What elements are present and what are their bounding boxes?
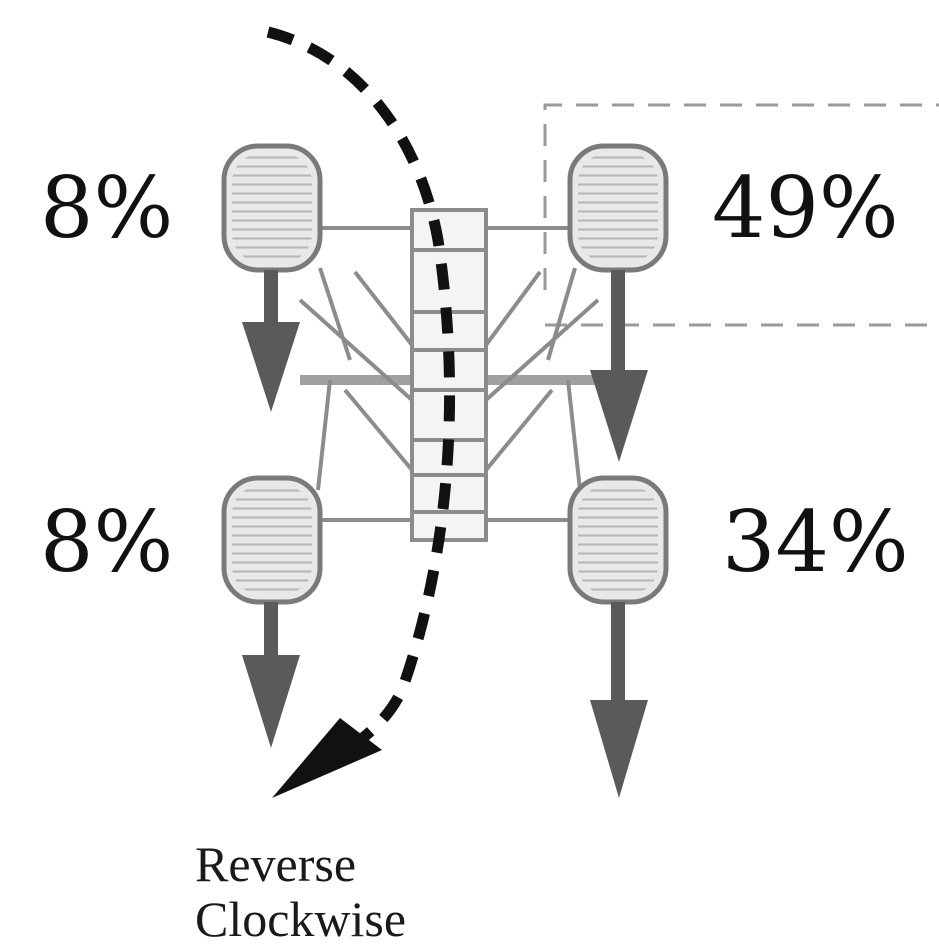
dashed-highlight-box bbox=[543, 103, 939, 327]
rotation-arrow bbox=[266, 26, 456, 798]
force-arrow-front-right bbox=[590, 270, 648, 462]
force-arrow-front-left bbox=[242, 270, 300, 412]
percent-front-right: 49% bbox=[712, 159, 899, 257]
wheel-front-left bbox=[221, 143, 323, 273]
wheel-front-right bbox=[567, 143, 669, 273]
percent-rear-right: 34% bbox=[722, 493, 909, 591]
rover-chassis bbox=[298, 208, 600, 542]
wheel-rear-right bbox=[567, 475, 669, 605]
percent-front-left: 8% bbox=[40, 159, 174, 257]
force-arrow-rear-right bbox=[590, 602, 648, 798]
force-arrow-rear-left bbox=[242, 602, 300, 748]
rotation-label-line2: Clockwise bbox=[195, 891, 407, 947]
wheel-rear-left bbox=[221, 475, 323, 605]
percent-rear-left: 8% bbox=[40, 493, 174, 591]
rotation-label-line1: Reverse bbox=[195, 836, 357, 892]
